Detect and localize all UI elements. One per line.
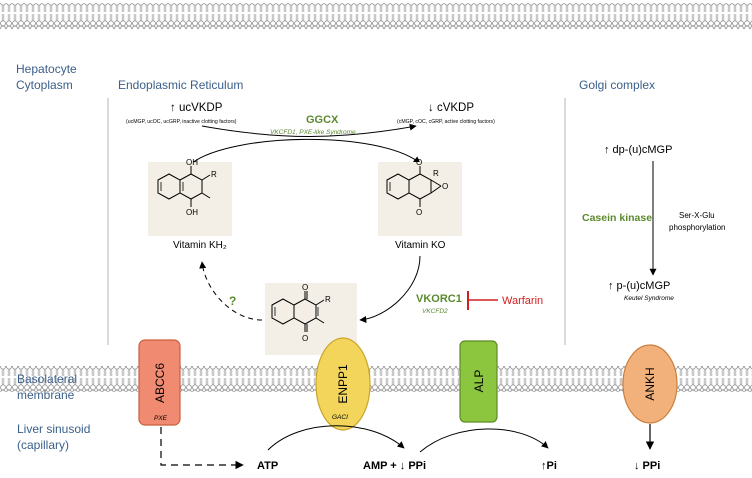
kh2-oh-top: OH: [186, 158, 198, 167]
dp-cmgp-label: ↑ dp-(u)cMGP: [604, 144, 672, 156]
amp-ppi-label: AMP + ↓ PPi: [363, 460, 426, 472]
basolateral-label: Basolateral: [17, 372, 77, 386]
ko-r-group: R: [433, 169, 439, 178]
cvkdp-label: ↓ cVKDP: [428, 102, 474, 114]
vkorc1-reduction-arrow: [359, 255, 421, 323]
abcc6-label: ABCC6: [153, 363, 167, 403]
vitamin-kh2-label: Vitamin KH₂: [173, 240, 227, 251]
vitamin-kh2-structure: [148, 162, 232, 236]
p-cmgp-label: ↑ p-(u)cMGP: [608, 280, 670, 292]
cvkdp-detail: (cMGP, cOC, cGRP, active clotting factor…: [397, 119, 495, 125]
vitamin-ko-structure: [378, 162, 462, 236]
pi-label: ↑Pi: [541, 460, 557, 472]
vkorc1-disease: VKCFD2: [422, 308, 448, 315]
ucvkdp-detail: (ucMGP, ucOC, ucGRP, inactive clotting f…: [126, 119, 237, 125]
vkdp-carboxylation-arrow: [201, 123, 417, 137]
er-label: Endoplasmic Reticulum: [118, 78, 243, 92]
phosphorylation-label: Ser-X-Glu: [679, 211, 715, 220]
k-o-top: O: [302, 283, 308, 292]
unknown-reduction-arrow: [199, 261, 263, 321]
alp-hydrolysis-arrow: [419, 428, 549, 453]
vitamin-ko-label: Vitamin KO: [395, 240, 446, 251]
atp-label: ATP: [257, 460, 278, 472]
sinusoid-label: Liver sinusoid: [17, 422, 90, 436]
enpp1-hydrolysis-arrow: [267, 425, 405, 451]
abcc6-export-arrow: [160, 427, 244, 470]
vkorc1-label: VKORC1: [416, 293, 462, 305]
ggcx-reaction-arrow: [191, 138, 421, 164]
cytoplasm-label: Hepatocyte: [16, 62, 77, 76]
ko-o-bottom: O: [416, 208, 422, 217]
ggcx-label: GGCX: [306, 114, 339, 126]
enpp1-label: ENPP1: [336, 364, 350, 404]
enpp1-disease: GACI: [332, 414, 348, 421]
casein-kinase-label: Casein kinase: [582, 212, 652, 224]
enpp1-transporter: [315, 337, 371, 431]
unknown-step-label: ?: [229, 294, 236, 308]
ppi-out-label: ↓ PPi: [634, 460, 660, 472]
alp-transporter: [459, 340, 498, 423]
k-r-group: R: [325, 295, 331, 304]
ggcx-disease: VKCFD1, PXE-like Syndrome: [270, 129, 356, 136]
cytoplasm-label-2: Cytoplasm: [16, 78, 73, 92]
golgi-label: Golgi complex: [579, 78, 655, 92]
kh2-oh-bottom: OH: [186, 208, 198, 217]
ko-o-epoxide: O: [442, 182, 448, 191]
alp-label: ALP: [472, 370, 486, 393]
k-o-bottom: O: [302, 334, 308, 343]
sinusoid-label-2: (capillary): [17, 438, 69, 452]
kh2-r-group: R: [211, 170, 217, 179]
ucvkdp-label: ↑ ucVKDP: [170, 102, 223, 114]
abcc6-transporter: [138, 339, 181, 426]
ko-o-top: O: [416, 158, 422, 167]
keutel-syndrome-label: Keutel Syndrome: [624, 295, 674, 302]
basolateral-label-2: membrane: [17, 388, 75, 402]
ankh-transporter: [622, 344, 678, 424]
abcc6-disease: PXE: [154, 415, 168, 422]
ankh-label: ANKH: [643, 367, 657, 400]
top-membrane: [0, 3, 752, 29]
phosphorylation-label-2: phosphorylation: [669, 223, 725, 232]
warfarin-label: Warfarin: [502, 295, 543, 307]
